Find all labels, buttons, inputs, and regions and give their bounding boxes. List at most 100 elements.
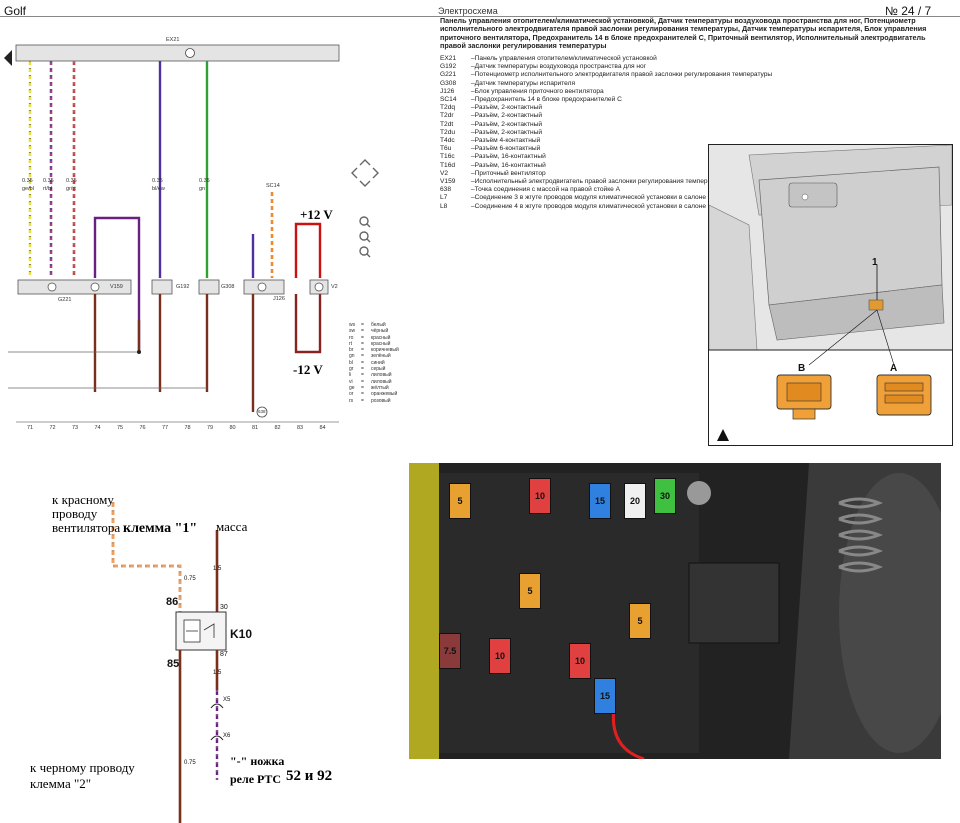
- legend-text: Разъём, 2-контактный: [474, 104, 543, 112]
- red-wire-note: к красному проводу вентилятора: [52, 492, 121, 535]
- legend-text: Датчик температуры воздуховода пространс…: [474, 63, 647, 71]
- pin-86: 86: [166, 596, 179, 608]
- wire-color-row: br=коричневый: [349, 347, 399, 354]
- legend-row: L8– Соединение 4 в жгуте проводов модуля…: [440, 202, 707, 210]
- wire-color-row: ge=жёлтый: [349, 384, 389, 391]
- plus-12v-label: +12 V: [300, 207, 333, 222]
- legend-row: T2du– Разъём, 2-контактный: [440, 128, 543, 136]
- color-code: rt: [349, 340, 353, 347]
- pin-87: 87: [220, 651, 228, 658]
- legend-row: T2dr– Разъём, 2-контактный: [440, 112, 543, 120]
- column-number: 76: [139, 425, 146, 431]
- color-code: gr: [349, 366, 354, 373]
- wire-color-row: gr=серый: [349, 366, 386, 373]
- legend-row: J126– Блок управления приточного вентиля…: [440, 87, 604, 95]
- wire-gauge-label: 0.35: [22, 178, 33, 184]
- terminal-1-note: клемма "1": [123, 521, 198, 536]
- color-name: красный: [371, 340, 391, 347]
- wire-30-gauge: 1.5: [213, 566, 222, 572]
- fuse: 5: [519, 573, 541, 609]
- color-name: лиловый: [371, 372, 392, 379]
- legend-row: T2dq– Разъём, 2-контактный: [440, 104, 543, 112]
- color-name: белый: [371, 322, 386, 328]
- color-name: красный: [371, 334, 391, 341]
- v2-label: V2: [331, 284, 338, 290]
- color-code: li: [349, 372, 352, 379]
- fuse: 15: [589, 483, 611, 519]
- legend-text: Разъём 6-контактный: [474, 145, 541, 153]
- legend-text: Приточный вентилятор: [474, 169, 546, 177]
- fuse: 20: [624, 483, 646, 519]
- wire-87-gauge: 1.5: [213, 670, 222, 676]
- ex21-symbol-icon: [185, 48, 195, 58]
- diagram-description: Панель управления отопителем/климатическ…: [440, 16, 927, 51]
- legend-row: G221– Потенциометр исполнительного элект…: [440, 71, 773, 79]
- color-code: gn: [349, 353, 355, 360]
- j126-label: J126: [273, 296, 285, 302]
- legend-code: T2dr: [440, 112, 454, 120]
- column-number: 78: [184, 425, 191, 431]
- legend-row: G192– Датчик температуры воздуховода про…: [440, 63, 647, 71]
- pin-minus-note: "-" ножка: [230, 754, 285, 768]
- color-code: ro: [349, 334, 354, 341]
- column-number: 83: [297, 425, 304, 431]
- column-number: 72: [49, 425, 56, 431]
- color-code: ge: [349, 384, 355, 391]
- column-number: 81: [252, 425, 259, 431]
- column-number: 79: [207, 425, 214, 431]
- wire-color-label: bl/ew: [152, 186, 165, 192]
- wire-color-row: rt=красный: [349, 340, 391, 347]
- fuse: 5: [629, 603, 651, 639]
- fuse: 5: [449, 483, 471, 519]
- wire-gauge-label: 0.35: [43, 178, 54, 184]
- color-code: ws: [349, 322, 356, 328]
- fuse: 30: [654, 478, 676, 514]
- header-divider: [0, 16, 960, 17]
- connector-location-panel: 1 B A: [708, 144, 953, 446]
- wire-color-label: gr/rt: [66, 186, 76, 192]
- minus-12v-label: -12 V: [293, 362, 323, 377]
- legend-row: G308– Датчик температуры испарителя: [440, 79, 576, 87]
- legend-code: L8: [440, 202, 448, 210]
- legend-text: Исполнительный электродвигатель правой з…: [474, 178, 708, 186]
- color-code: vi: [349, 378, 353, 385]
- legend-row: 638– Точка соединения с массой на правой…: [440, 186, 621, 194]
- wire-color-row: or=оранжевый: [349, 391, 398, 398]
- legend-row: V2– Приточный вентилятор: [440, 169, 546, 177]
- legend-text: Разъём, 16-контактный: [474, 161, 546, 169]
- legend-code: T2dt: [440, 120, 454, 128]
- color-code: bl: [349, 359, 353, 366]
- wiring-schematic: [4, 44, 379, 423]
- fuse: 10: [489, 638, 511, 674]
- color-name: коричневый: [371, 347, 399, 354]
- wire-color-row: ws=белый: [349, 322, 386, 328]
- legend-row: L7– Соединение 3 в жгуте проводов модуля…: [440, 194, 707, 202]
- legend-code: T16c: [440, 153, 455, 161]
- legend-code: V159: [440, 178, 456, 186]
- legend-code: T2du: [440, 128, 456, 136]
- legend-text: Предохранитель 14 в блоке предохранителе…: [474, 96, 622, 104]
- model-name: Golf: [4, 4, 27, 18]
- ground-note: масса: [216, 519, 248, 534]
- wire-color-row: ro=красный: [349, 334, 391, 341]
- callout-b: B: [798, 363, 806, 374]
- color-name: лиловый: [371, 378, 392, 385]
- legend-row: V159– Исполнительный электродвигатель пр…: [440, 178, 708, 186]
- legend-code: EX21: [440, 55, 457, 62]
- ptc-relay-numbers: 52 и 92: [286, 768, 333, 784]
- v159-g221-box: [17, 279, 132, 295]
- ground-label: 638: [258, 409, 266, 414]
- fuse: 10: [529, 478, 551, 514]
- legend-text: Панель управления отопителем/климатическ…: [474, 55, 657, 62]
- pin-85: 85: [167, 658, 180, 670]
- wire-color-row: rs=розовый: [349, 397, 391, 404]
- g192-box: [151, 279, 173, 295]
- column-number: 77: [162, 425, 169, 431]
- ex21-label: EX21: [166, 37, 180, 43]
- column-number: 71: [27, 425, 34, 431]
- g221-label: G221: [58, 297, 72, 303]
- wire-color-label: rt/bl: [43, 186, 53, 192]
- legend-text: Соединение 4 в жгуте проводов модуля кли…: [474, 202, 707, 210]
